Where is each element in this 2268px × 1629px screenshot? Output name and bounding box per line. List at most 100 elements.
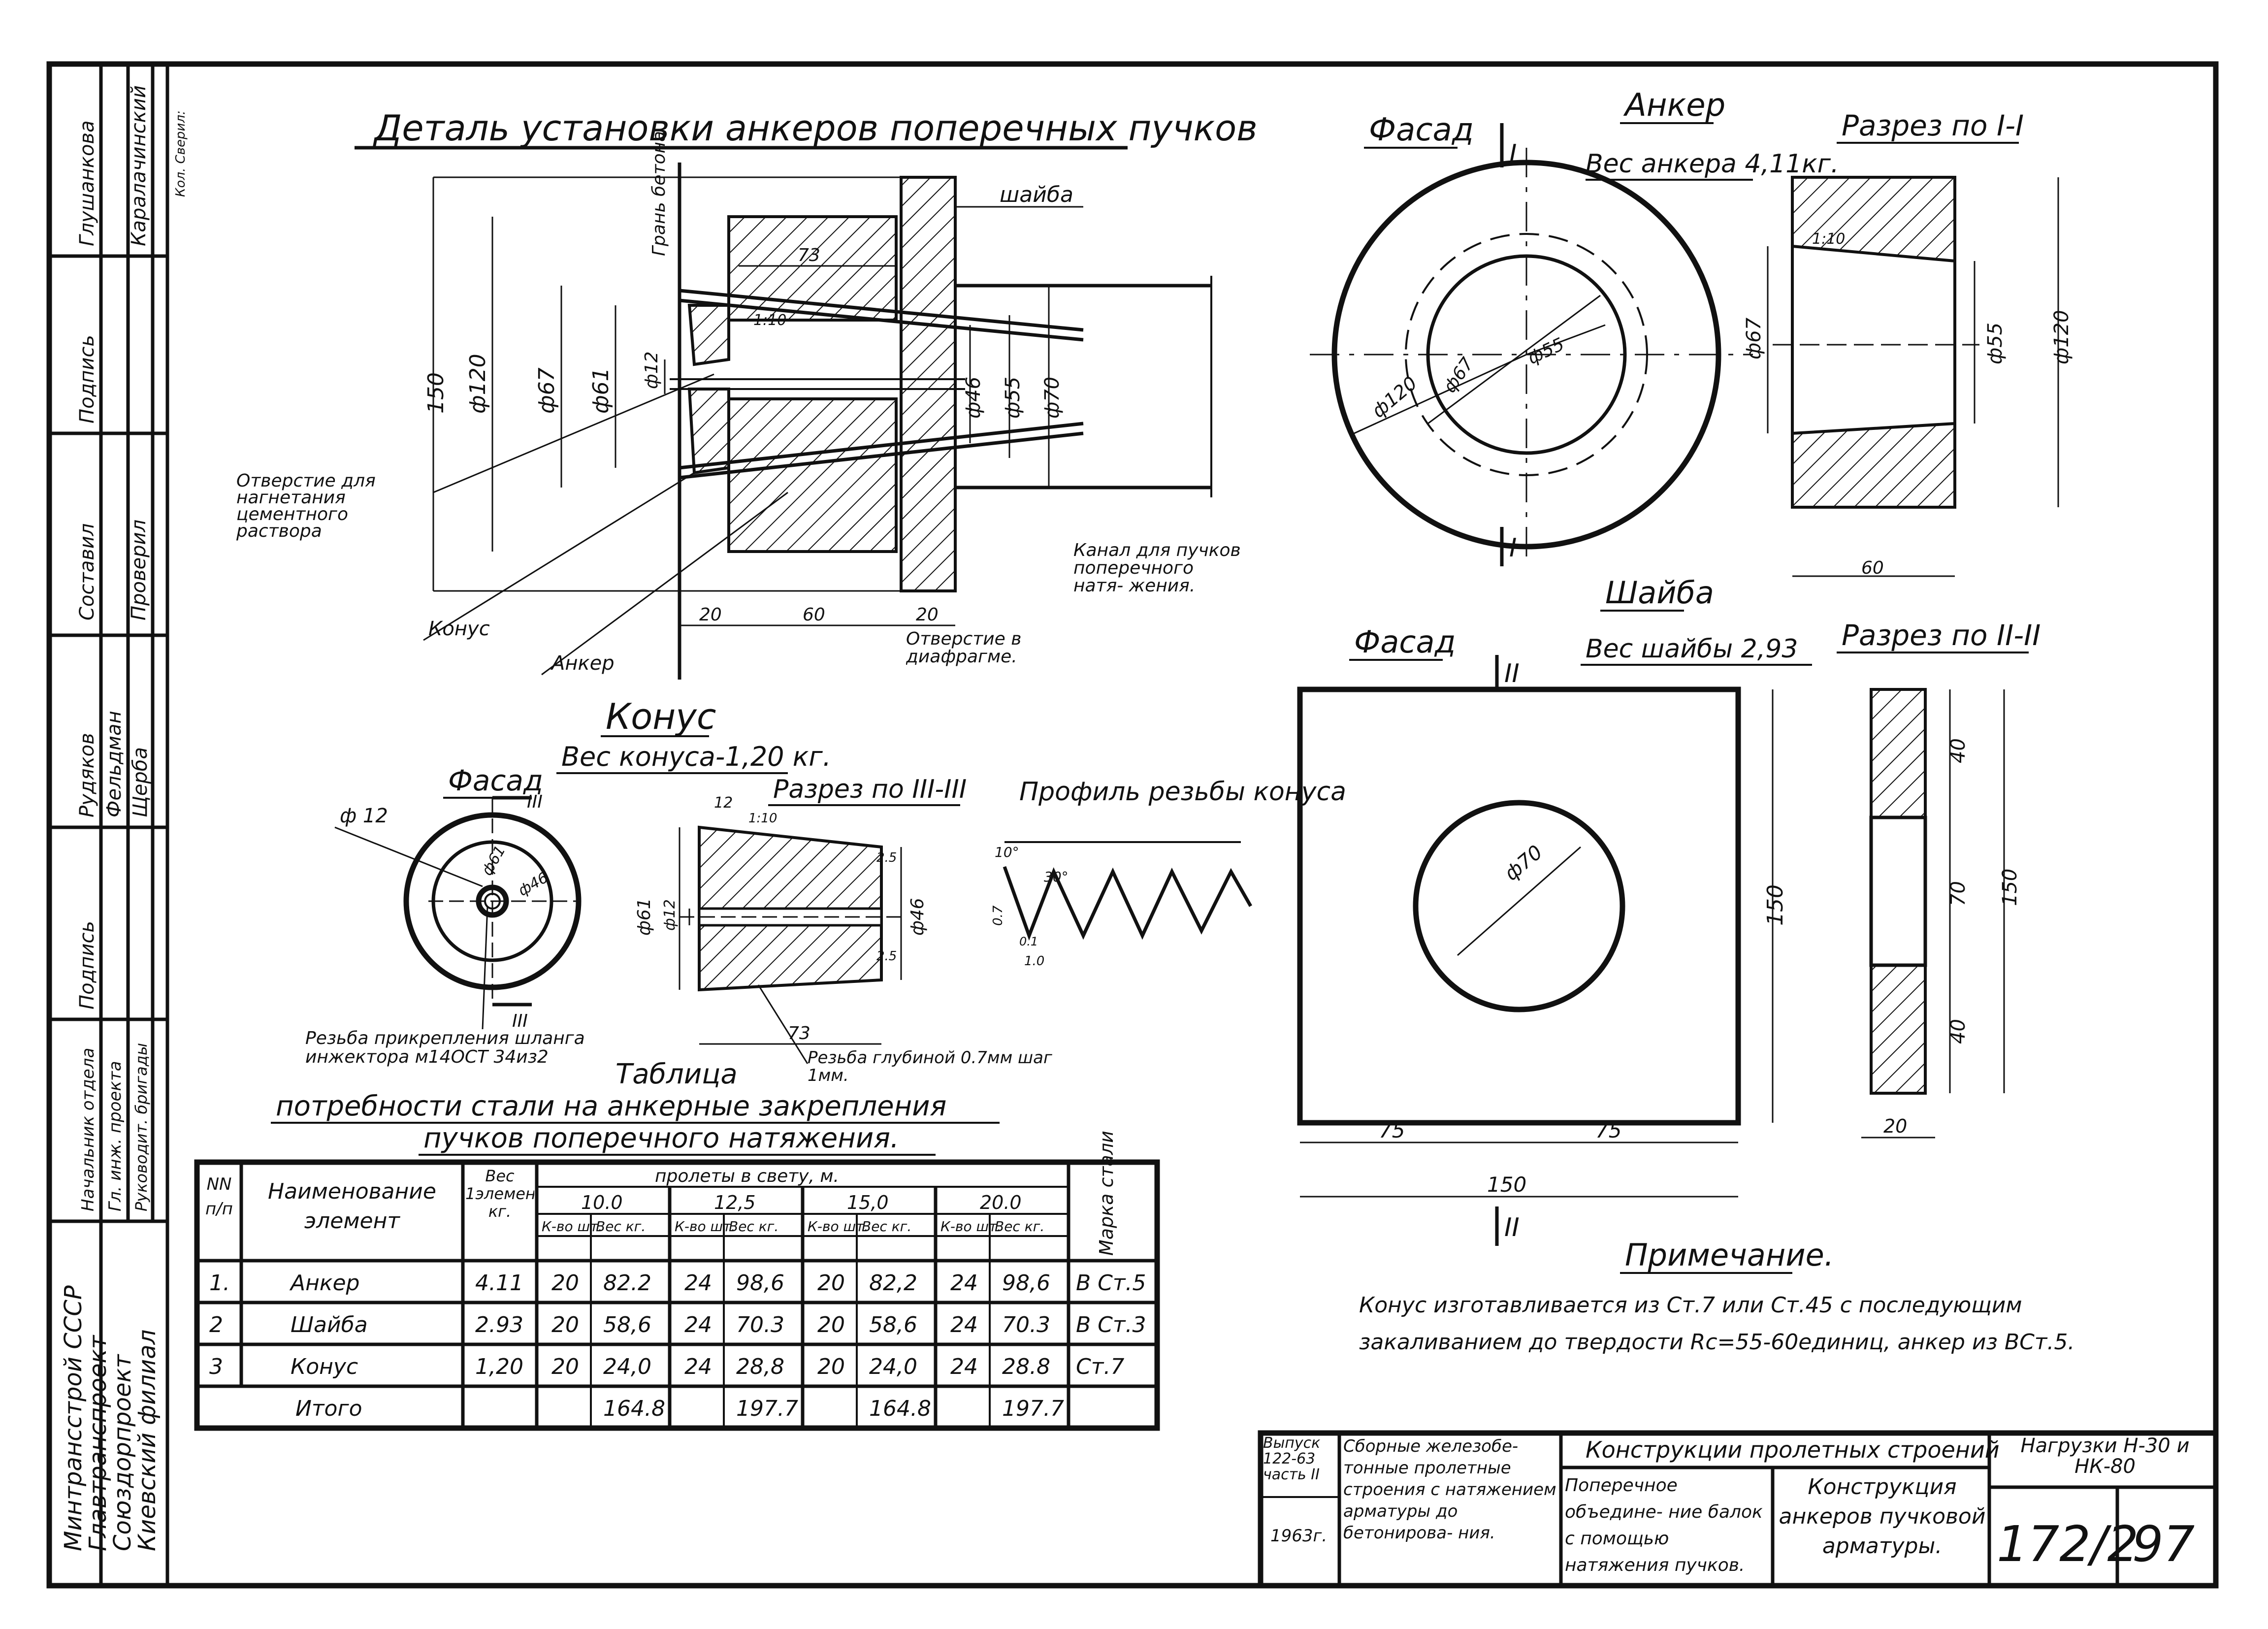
- row3-v2: 24,0: [603, 1354, 651, 1379]
- washer-dim-75b: 75: [1595, 1118, 1621, 1142]
- th-prolety: пролеты в свету, м.: [655, 1166, 839, 1186]
- cone-note-thread-depth: Резьба глубиной 0.7мм шаг 1мм.: [808, 1049, 1052, 1085]
- detail-dim-61: ф61: [588, 367, 614, 414]
- row1-v4: 98,6: [736, 1271, 784, 1296]
- stamp-rudyakov: Рудяков: [76, 733, 98, 817]
- row2-n: 2: [209, 1312, 223, 1337]
- stamp-glushankova: Глушанкова: [76, 120, 98, 246]
- washer-weight: Вес шайбы 2,93: [1586, 634, 1798, 664]
- total-name: Итого: [295, 1396, 362, 1421]
- stamp-shcherba: Щерба: [129, 747, 152, 817]
- cone-title: Конус: [606, 696, 716, 737]
- total-v2: 197.7: [736, 1396, 798, 1421]
- row3-v5: 20: [817, 1354, 845, 1379]
- row1-v5: 20: [817, 1271, 845, 1296]
- thread-01: 0.1: [1019, 935, 1038, 948]
- label-konus: Конус: [428, 618, 490, 640]
- row2-w: 2.93: [475, 1312, 523, 1337]
- th-span-3: 15,0: [847, 1192, 889, 1213]
- cone-upper: [687, 304, 730, 366]
- detail-dim-67: ф67: [534, 367, 559, 414]
- label-anker: Анкер: [550, 652, 615, 675]
- row2-v8: 70.3: [1002, 1312, 1050, 1337]
- washer-facade-title: Фасад: [1354, 624, 1456, 660]
- washer-sec-top: [1870, 688, 1927, 819]
- th-name: Наименование элемент: [268, 1179, 436, 1234]
- label-shaiba: шайба: [1000, 182, 1073, 207]
- table-title-1: Таблица: [616, 1058, 738, 1090]
- row2-v3: 24: [684, 1312, 712, 1337]
- sheet-frame: [46, 61, 2219, 1589]
- anchor-mark-bottom: I: [1509, 533, 1517, 563]
- stamp-org-1: Минтрансстрой СССР: [60, 1285, 87, 1551]
- label-otverstie-diafragma: Отверстие в диафрагме.: [906, 630, 1022, 667]
- th-span-4: 20.0: [980, 1192, 1022, 1213]
- tb-sub1: Поперечное объедине- ние балок с помощью…: [1565, 1475, 1763, 1575]
- anchor-mark-top: I: [1509, 139, 1517, 169]
- note-line-2: закаливанием до твердости Rc=55-60единиц…: [1359, 1330, 2074, 1355]
- detail-dim-70: ф70: [1041, 377, 1064, 419]
- th-ves: Вес 1элемен кг.: [465, 1167, 534, 1221]
- washer-square: [1297, 686, 1741, 1126]
- thread-angle-10: 10°: [995, 844, 1019, 860]
- washer-sec-40a: 40: [1947, 738, 1970, 763]
- stamp-org-2: Главтранспроект: [84, 1335, 112, 1551]
- table-title-3: пучков поперечного натяжения.: [423, 1122, 899, 1154]
- detail-dim-150: 150: [423, 372, 449, 414]
- cone-sec-dim-12b: 12: [714, 794, 733, 812]
- washer-dim-75a: 75: [1379, 1118, 1405, 1142]
- detail-slope: 1:10: [753, 312, 786, 329]
- total-v1: 164.8: [603, 1396, 665, 1421]
- cone-sec-dim-61: ф61: [634, 898, 654, 936]
- washer-dim-150h: 150: [1487, 1173, 1526, 1197]
- note-line-1: Конус изготавливается из Ст.7 или Ст.45 …: [1359, 1293, 2022, 1318]
- row1-name: Анкер: [289, 1271, 359, 1296]
- th-kol-3: К-во шт.: [808, 1218, 868, 1235]
- tb-sub2: Конструкция анкеров пучковой арматуры.: [1779, 1474, 1986, 1559]
- anchor-sec-dim-60: 60: [1861, 558, 1884, 578]
- anchor-sec-dim-55: ф55: [1984, 323, 2007, 364]
- row3-v4: 28,8: [736, 1354, 784, 1379]
- note-title: Примечание.: [1625, 1237, 1834, 1273]
- th-span-1: 10.0: [581, 1192, 623, 1213]
- stamp-podpis-2: Подпись: [76, 921, 98, 1010]
- row1-n: 1.: [209, 1271, 230, 1296]
- table-title-2: потребности стали на анкерные закреплени…: [276, 1090, 946, 1122]
- cone-section-title: Разрез по III-III: [773, 775, 967, 804]
- stamp-karapachinsky: Каралачинский: [128, 85, 150, 246]
- cone-lower: [687, 388, 730, 475]
- tb-desc: Сборные железобе- тонные пролетные строе…: [1343, 1436, 1556, 1543]
- row1-v3: 24: [684, 1271, 712, 1296]
- th-ves-1: Вес кг.: [596, 1218, 646, 1235]
- stamp-podpis-1: Подпись: [76, 335, 98, 424]
- washer-section: [900, 176, 957, 592]
- washer-sec-40b: 40: [1947, 1019, 1970, 1044]
- row2-name: Шайба: [291, 1312, 368, 1337]
- tb-load: Нагрузки Н-30 и НК-80: [2020, 1435, 2190, 1478]
- cone-weight: Вес конуса-1,20 кг.: [561, 741, 831, 772]
- row2-v1: 20: [551, 1312, 579, 1337]
- th-ves-4: Вес кг.: [995, 1218, 1044, 1235]
- tb-page: 97: [2132, 1515, 2195, 1573]
- anchor-dim-55: ф55: [1524, 334, 1567, 369]
- cone-sec-25a: 2.5: [876, 850, 897, 865]
- cone-sec-dim-46: ф46: [907, 898, 928, 936]
- th-kol-2: К-во шт.: [675, 1218, 735, 1235]
- washer-title: Шайба: [1605, 575, 1714, 611]
- th-kol-4: К-во шт.: [940, 1218, 1001, 1235]
- cone-sec-dim-73: 73: [788, 1023, 810, 1043]
- row1-v2: 82.2: [603, 1271, 651, 1296]
- washer-sec-20: 20: [1883, 1115, 1907, 1137]
- title-block: Выпуск 122-63 часть II 1963г. Сборные же…: [1258, 1430, 2219, 1589]
- detail-dim-55: ф55: [1002, 377, 1024, 419]
- cone-dim-61: ф61: [479, 843, 509, 879]
- anchor-weight: Вес анкера 4,11кг.: [1586, 149, 1839, 179]
- row3-name: Конус: [291, 1354, 358, 1379]
- cone-profile-title-1: Профиль резьбы конуса: [1019, 777, 1346, 807]
- cone-section: Конус Вес конуса-1,20 кг. Фасад Разрез п…: [305, 696, 1346, 1085]
- washer-dim-150v: 150: [1763, 884, 1788, 926]
- label-kanal: Канал для пучков поперечного натя- жения…: [1073, 542, 1241, 596]
- row3-v3: 24: [684, 1354, 712, 1379]
- stamp-feldman: Фельдман: [103, 711, 126, 817]
